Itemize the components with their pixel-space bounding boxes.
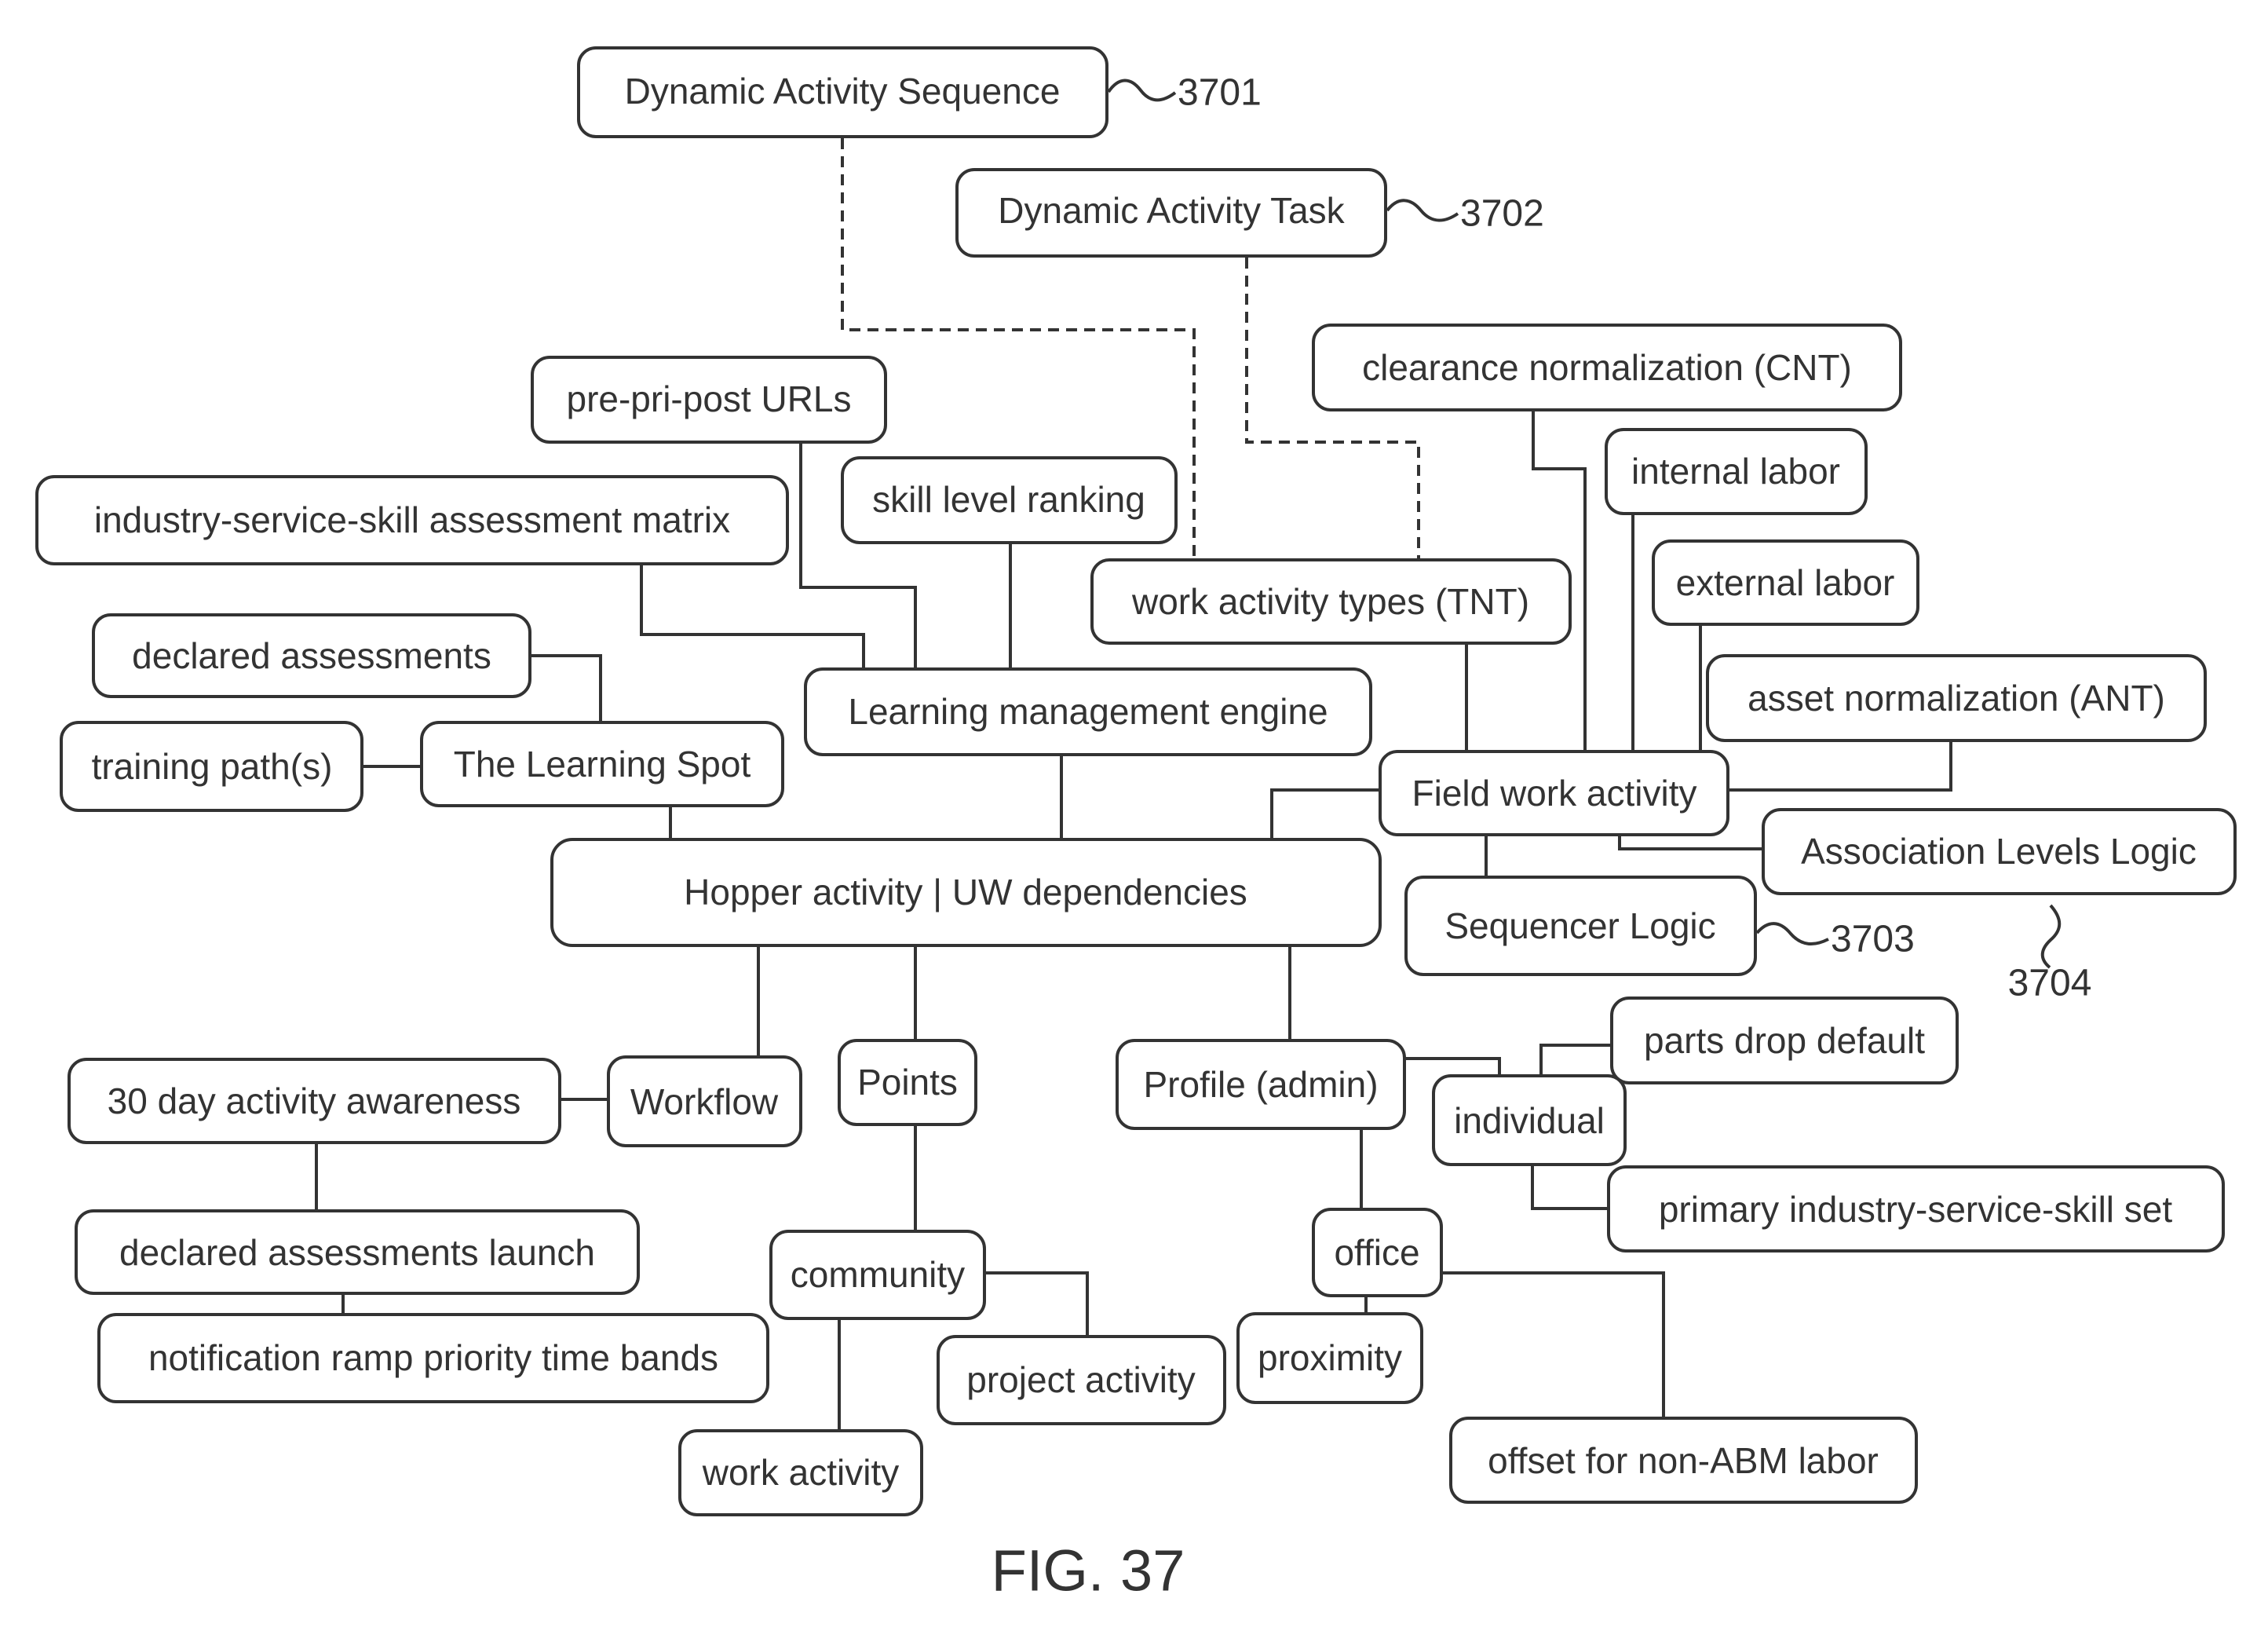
node-industry-service-skill-matrix-label: industry-service-skill assessment matrix bbox=[94, 499, 730, 540]
node-office-label: office bbox=[1334, 1232, 1419, 1273]
node-individual-label: individual bbox=[1454, 1100, 1605, 1141]
node-work-activity-types: work activity types (TNT) bbox=[1092, 560, 1570, 643]
node-pre-pri-post-urls-label: pre-pri-post URLs bbox=[567, 378, 852, 419]
node-profile-admin: Profile (admin) bbox=[1117, 1040, 1404, 1128]
connector-field-work-to-hopper bbox=[1272, 790, 1380, 839]
figure-caption: FIG. 37 bbox=[992, 1538, 1185, 1604]
node-dynamic-activity-task-label: Dynamic Activity Task bbox=[998, 190, 1345, 231]
node-training-paths-label: training path(s) bbox=[92, 746, 333, 787]
reference-numeral-3701: 3701 bbox=[1178, 72, 1262, 114]
node-training-paths: training path(s) bbox=[61, 722, 362, 810]
node-sequencer-logic: Sequencer Logic bbox=[1406, 877, 1755, 975]
node-hopper-activity-label: Hopper activity | UW dependencies bbox=[684, 872, 1247, 912]
node-30-day-activity-awareness: 30 day activity awareness bbox=[69, 1059, 560, 1143]
node-work-activity: work activity bbox=[680, 1431, 922, 1515]
node-primary-skill-set: primary industry-service-skill set bbox=[1609, 1167, 2223, 1251]
reference-numeral-3704: 3704 bbox=[2008, 963, 2092, 1004]
leader-3704 bbox=[2043, 905, 2060, 967]
connector-declared-assessments-to-learning-spot bbox=[531, 656, 601, 722]
connector-asset-normalization-to-field-work bbox=[1728, 741, 1951, 790]
node-declared-assessments-launch-label: declared assessments launch bbox=[119, 1232, 595, 1273]
connector-individual-to-parts-drop bbox=[1541, 1045, 1612, 1076]
node-notification-ramp-label: notification ramp priority time bands bbox=[148, 1337, 718, 1378]
node-work-activity-label: work activity bbox=[702, 1452, 899, 1493]
node-community-label: community bbox=[791, 1254, 965, 1295]
node-dynamic-activity-sequence: Dynamic Activity Sequence bbox=[579, 48, 1107, 137]
node-field-work-activity: Field work activity bbox=[1380, 752, 1728, 835]
node-industry-service-skill-matrix: industry-service-skill assessment matrix bbox=[37, 477, 787, 564]
node-learning-spot: The Learning Spot bbox=[422, 722, 783, 806]
node-association-levels-logic-label: Association Levels Logic bbox=[1801, 831, 2197, 872]
connector-association-levels-to-field-work bbox=[1620, 835, 1763, 849]
node-field-work-activity-label: Field work activity bbox=[1412, 773, 1697, 814]
leader-3701 bbox=[1108, 80, 1175, 100]
node-offset-non-abm-label: offset for non-ABM labor bbox=[1488, 1440, 1879, 1481]
node-dynamic-activity-task: Dynamic Activity Task bbox=[957, 170, 1386, 256]
node-offset-non-abm: offset for non-ABM labor bbox=[1451, 1418, 1916, 1502]
node-proximity: proximity bbox=[1238, 1314, 1422, 1402]
node-association-levels-logic: Association Levels Logic bbox=[1763, 810, 2235, 894]
leader-3703 bbox=[1757, 923, 1828, 944]
node-project-activity-label: project activity bbox=[966, 1359, 1195, 1400]
connector-individual-to-skill-set bbox=[1532, 1166, 1609, 1209]
node-dynamic-activity-sequence-label: Dynamic Activity Sequence bbox=[625, 71, 1061, 112]
node-community: community bbox=[771, 1231, 984, 1318]
connector-matrix-to-lme bbox=[641, 565, 864, 669]
connector-community-to-project-activity bbox=[986, 1273, 1087, 1337]
leader-3702 bbox=[1387, 200, 1458, 220]
node-external-labor: external labor bbox=[1653, 541, 1918, 624]
node-notification-ramp: notification ramp priority time bands bbox=[99, 1315, 768, 1402]
node-declared-assessments: declared assessments bbox=[93, 615, 530, 697]
node-internal-labor-label: internal labor bbox=[1631, 451, 1840, 492]
reference-numeral-3702: 3702 bbox=[1460, 193, 1544, 235]
reference-numeral-3703: 3703 bbox=[1831, 919, 1915, 960]
node-workflow-label: Workflow bbox=[630, 1081, 779, 1122]
node-pre-pri-post-urls: pre-pri-post URLs bbox=[532, 357, 886, 442]
node-learning-management-engine: Learning management engine bbox=[805, 669, 1371, 755]
node-office: office bbox=[1313, 1209, 1441, 1296]
node-internal-labor: internal labor bbox=[1606, 430, 1866, 514]
node-declared-assessments-label: declared assessments bbox=[132, 635, 491, 676]
node-parts-drop-default: parts drop default bbox=[1612, 998, 1957, 1083]
node-primary-skill-set-label: primary industry-service-skill set bbox=[1659, 1189, 2173, 1230]
node-parts-drop-default-label: parts drop default bbox=[1644, 1020, 1925, 1061]
node-30-day-activity-awareness-label: 30 day activity awareness bbox=[108, 1081, 521, 1121]
node-project-activity: project activity bbox=[938, 1337, 1225, 1424]
node-learning-spot-label: The Learning Spot bbox=[454, 744, 751, 784]
node-workflow: Workflow bbox=[608, 1057, 801, 1146]
node-work-activity-types-label: work activity types (TNT) bbox=[1131, 581, 1529, 622]
node-profile-admin-label: Profile (admin) bbox=[1143, 1064, 1378, 1105]
node-skill-level-ranking-label: skill level ranking bbox=[872, 479, 1145, 520]
node-asset-normalization: asset normalization (ANT) bbox=[1707, 656, 2205, 741]
node-external-labor-label: external labor bbox=[1676, 562, 1895, 603]
node-declared-assessments-launch: declared assessments launch bbox=[76, 1211, 638, 1293]
node-clearance-normalization: clearance normalization (CNT) bbox=[1313, 325, 1901, 410]
connector-office-to-offset bbox=[1441, 1273, 1664, 1418]
node-points: Points bbox=[839, 1040, 976, 1125]
node-sequencer-logic-label: Sequencer Logic bbox=[1444, 905, 1715, 946]
node-skill-level-ranking: skill level ranking bbox=[842, 458, 1176, 543]
node-individual: individual bbox=[1433, 1076, 1625, 1165]
node-asset-normalization-label: asset normalization (ANT) bbox=[1748, 678, 2165, 719]
node-points-label: Points bbox=[857, 1062, 958, 1103]
node-clearance-normalization-label: clearance normalization (CNT) bbox=[1362, 347, 1852, 388]
connector-profile-to-individual bbox=[1404, 1059, 1499, 1074]
node-proximity-label: proximity bbox=[1258, 1337, 1402, 1378]
node-hopper-activity: Hopper activity | UW dependencies bbox=[552, 839, 1380, 945]
node-learning-management-engine-label: Learning management engine bbox=[848, 691, 1328, 732]
